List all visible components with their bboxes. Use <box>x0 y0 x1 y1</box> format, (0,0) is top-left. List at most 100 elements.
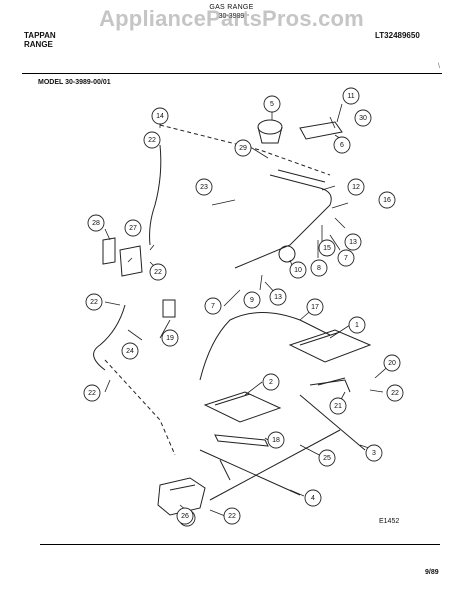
callout-3: 3 <box>365 444 383 462</box>
callout-9: 9 <box>243 291 261 309</box>
callout-7: 7 <box>204 297 222 315</box>
callout-bubble <box>223 507 241 525</box>
callout-22: 22 <box>223 507 241 525</box>
fitting-20 <box>309 379 351 393</box>
watermark: AppliancePartsPros.com <box>99 6 364 31</box>
callout-bubble <box>386 384 404 402</box>
callout-label: 22 <box>88 390 96 397</box>
callout-bubble <box>87 214 105 232</box>
drawing-code: E1452 <box>379 518 400 525</box>
callout-27: 27 <box>124 219 142 237</box>
callout-bubble <box>348 316 366 334</box>
tube-24 <box>93 304 126 371</box>
side-mark: \ <box>438 63 440 70</box>
callout-bubble <box>383 354 401 372</box>
assembly-line <box>104 359 176 456</box>
callout-label: 15 <box>323 245 331 252</box>
callout-bubble <box>318 239 336 257</box>
tube-4-branch <box>219 459 231 481</box>
tube-3 <box>299 394 366 451</box>
valve-body-26-detail <box>169 484 196 491</box>
callout-21: 21 <box>329 397 347 415</box>
callout-label: 22 <box>228 513 236 520</box>
callout-label: 6 <box>340 142 344 149</box>
callout-bubble <box>310 259 328 277</box>
callout-18: 18 <box>267 431 285 449</box>
callout-bubble <box>354 109 372 127</box>
callout-label: 22 <box>90 299 98 306</box>
callout-bubble <box>329 397 347 415</box>
callout-label: 20 <box>388 360 396 367</box>
callout-bubble <box>143 131 161 149</box>
leader-lines <box>104 103 393 517</box>
callout-label: 21 <box>334 403 342 410</box>
callout-bubble <box>289 261 307 279</box>
callout-bubble <box>121 342 139 360</box>
callout-label: 25 <box>323 455 331 462</box>
ring-10 <box>278 245 296 263</box>
model-number: MODEL 30-3989-00/01 <box>38 79 111 86</box>
callout-label: 13 <box>274 294 282 301</box>
callout-13: 13 <box>344 233 362 251</box>
callout-label: 23 <box>200 184 208 191</box>
callout-label: 2 <box>269 379 273 386</box>
callout-13: 13 <box>269 288 287 306</box>
callout-17: 17 <box>306 298 324 316</box>
callout-22: 22 <box>143 131 161 149</box>
callout-20: 20 <box>383 354 401 372</box>
callout-22: 22 <box>85 293 103 311</box>
callout-label: 22 <box>148 137 156 144</box>
brand-name: TAPPAN <box>24 31 56 40</box>
callout-bubble <box>204 297 222 315</box>
callout-bubble <box>243 291 261 309</box>
part-6 <box>299 121 343 140</box>
callout-label: 14 <box>156 113 164 120</box>
callout-11: 11 <box>342 87 360 105</box>
callout-label: 8 <box>317 265 321 272</box>
callout-bubble <box>304 489 322 507</box>
callout-14: 14 <box>151 107 169 125</box>
callout-22: 22 <box>386 384 404 402</box>
burner-1-detail <box>299 331 341 346</box>
callout-24: 24 <box>121 342 139 360</box>
callout-bubble <box>344 233 362 251</box>
callout-bubble <box>161 329 179 347</box>
callout-29: 29 <box>234 139 252 157</box>
header-rule <box>22 73 442 74</box>
bracket-27 <box>119 245 143 277</box>
burner-1 <box>288 329 372 363</box>
callout-label: 12 <box>352 184 360 191</box>
callout-5: 5 <box>263 95 281 113</box>
callout-bubble <box>149 263 167 281</box>
burner-2 <box>203 391 282 423</box>
tube-25 <box>209 429 341 501</box>
knob-5-body <box>257 126 283 144</box>
tube-23 <box>149 144 162 246</box>
callout-bubble <box>195 178 213 196</box>
callout-label: 3 <box>372 450 376 457</box>
callout-label: 7 <box>344 255 348 262</box>
callout-7: 7 <box>337 249 355 267</box>
tube-17 <box>199 312 331 381</box>
callout-label: 11 <box>347 93 354 100</box>
callout-bubble <box>124 219 142 237</box>
callout-label: 9 <box>250 297 254 304</box>
callout-bubble <box>337 249 355 267</box>
callout-2: 2 <box>262 373 280 391</box>
tube-4 <box>199 449 301 496</box>
callout-bubble <box>347 178 365 196</box>
callout-bubble <box>234 139 252 157</box>
manifold-pipe <box>234 174 332 269</box>
callout-bubble <box>378 191 396 209</box>
callout-label: 18 <box>272 437 280 444</box>
bracket-28 <box>102 237 116 265</box>
callout-4: 4 <box>304 489 322 507</box>
callout-25: 25 <box>318 449 336 467</box>
callout-22: 22 <box>149 263 167 281</box>
part-19 <box>162 299 176 318</box>
callout-1: 1 <box>348 316 366 334</box>
diagram-title: GAS RANGE <box>209 4 254 11</box>
callout-bubble <box>85 293 103 311</box>
callout-15: 15 <box>318 239 336 257</box>
